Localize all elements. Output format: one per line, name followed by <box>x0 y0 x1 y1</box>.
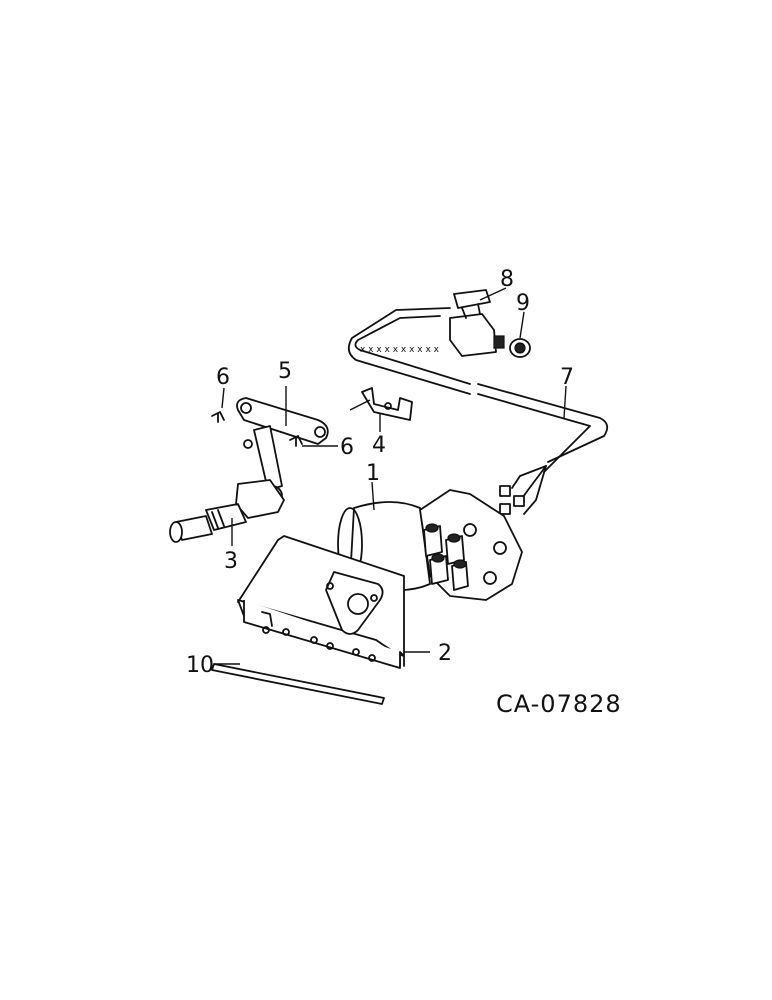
callout-2: 2 <box>438 641 452 666</box>
cylinder-shaft <box>169 425 285 543</box>
callout-labels: 1 2 3 4 5 6 6 7 8 9 10 <box>186 267 574 678</box>
clip-lower <box>289 435 303 447</box>
callout-1: 1 <box>366 461 380 486</box>
leader-lines <box>214 287 567 665</box>
callout-3: 3 <box>224 549 238 574</box>
knob <box>509 338 531 358</box>
callout-6-lower: 6 <box>340 435 354 460</box>
bracket <box>349 387 413 421</box>
callout-9: 9 <box>516 291 530 316</box>
callout-4: 4 <box>372 433 386 458</box>
callout-6-upper: 6 <box>216 365 230 390</box>
callout-7: 7 <box>560 365 574 390</box>
clip-upper <box>211 411 225 423</box>
shim-strip <box>211 663 385 705</box>
mounting-plate <box>237 535 405 669</box>
callout-10: 10 <box>186 653 214 678</box>
switch <box>449 289 505 357</box>
callout-5: 5 <box>278 359 292 384</box>
link-plate <box>236 397 329 445</box>
callout-8: 8 <box>500 267 514 292</box>
wiring-harness: x x x x x x x x x x <box>347 307 609 515</box>
drawing-reference: CA-07828 <box>496 690 622 718</box>
svg-text:x x x x x x x x x x: x x x x x x x x x x <box>360 345 440 355</box>
